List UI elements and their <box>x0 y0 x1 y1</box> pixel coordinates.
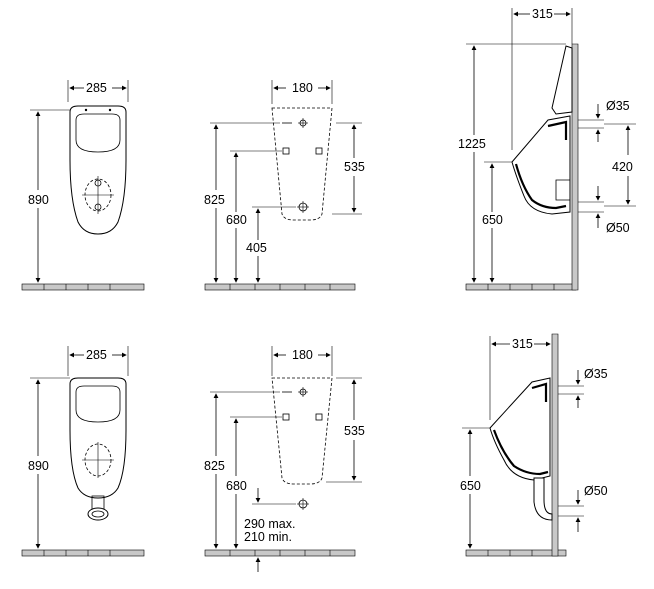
spacing-label: 420 <box>612 160 633 174</box>
front-view-bottom: 285 890 <box>21 346 145 557</box>
dim-680-2: 680 <box>226 479 247 493</box>
front-view-top: 285 890 <box>21 80 145 291</box>
total-height-label: 1225 <box>458 137 486 151</box>
side-view-top: 315 1225 650 Ø35 420 Ø50 <box>458 7 636 291</box>
urinal-body <box>69 105 127 235</box>
urinal-outline <box>271 107 333 221</box>
height-label-2: 890 <box>28 459 49 473</box>
dim-680: 680 <box>226 213 247 227</box>
width-label-2: 285 <box>86 348 107 362</box>
pipe-top-label: Ø35 <box>606 99 630 113</box>
rim-height-label: 650 <box>482 213 503 227</box>
dim-825-2: 825 <box>204 459 225 473</box>
urinal-outline-2 <box>271 377 333 485</box>
urinal-side-2 <box>489 377 551 481</box>
floor-strip <box>21 283 145 291</box>
wall-2 <box>551 333 559 557</box>
height-label: 890 <box>28 193 49 207</box>
install-view-top: 180 535 825 680 405 <box>204 80 365 291</box>
install-width-label: 180 <box>292 81 313 95</box>
floor-strip-2 <box>204 283 356 291</box>
wall <box>571 43 579 291</box>
depth-label: 315 <box>532 7 553 21</box>
rim-height-label-2: 650 <box>460 479 481 493</box>
width-label: 285 <box>86 81 107 95</box>
depth-label-2: 315 <box>512 337 533 351</box>
pipe-top-label-2: Ø35 <box>584 367 608 381</box>
note-min: 210 min. <box>244 530 292 544</box>
pipe-bottom-label-2: Ø50 <box>584 484 608 498</box>
install-width-label-2: 180 <box>292 348 313 362</box>
dim-405: 405 <box>246 241 267 255</box>
note-max: 290 max. <box>244 517 295 531</box>
pipe-bottom-label: Ø50 <box>606 221 630 235</box>
side-view-bottom: 315 650 Ø35 Ø50 <box>460 333 608 557</box>
dim-825: 825 <box>204 193 225 207</box>
install-view-bottom: 180 535 825 680 290 max. 210 min. <box>204 346 365 572</box>
dim-535-2: 535 <box>344 424 365 438</box>
urinal-body-2 <box>69 377 127 499</box>
dim-535: 535 <box>344 160 365 174</box>
urinal-side <box>511 115 571 215</box>
